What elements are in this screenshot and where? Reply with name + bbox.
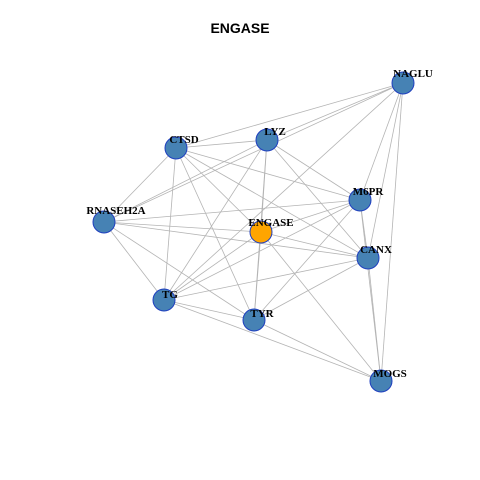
label-layer: NAGLU LYZ CTSD M6PR RNASEH2A ENGASE CANX TG TYR M… — [86, 68, 433, 380]
edge-naglu-m6pr — [359, 82, 404, 201]
edge-tg-mogs — [163, 299, 382, 382]
edge-rnaseh2a-canx — [103, 221, 369, 259]
edge-m6pr-tg — [163, 199, 361, 301]
edge-naglu-lyz — [266, 82, 404, 141]
edge-engase-mogs — [260, 231, 382, 382]
edge-ctsd-tyr — [175, 147, 255, 321]
node-label-lyz: LYZ — [264, 126, 286, 138]
edge-ctsd-rnaseh2a — [103, 147, 177, 223]
node-engase — [249, 220, 273, 244]
edge-lyz-rnaseh2a — [103, 139, 268, 223]
node-tg — [152, 288, 176, 312]
edge-rnaseh2a-m6pr — [103, 199, 361, 223]
edge-canx-tg — [163, 257, 369, 301]
edge-tg-tyr — [163, 299, 255, 321]
edge-ctsd-m6pr — [175, 147, 361, 201]
edge-canx-tyr — [253, 257, 369, 321]
graph-title: ENGASE — [210, 20, 270, 36]
edge-naglu-tg — [163, 82, 404, 301]
node-label-engase: ENGASE — [248, 217, 293, 229]
node-label-ctsd: CTSD — [169, 134, 198, 146]
edge-layer — [103, 82, 404, 382]
edge-lyz-m6pr — [266, 139, 361, 201]
node-tyr — [242, 308, 266, 332]
edge-tyr-mogs — [253, 319, 382, 382]
edge-ctsd-canx — [175, 147, 369, 259]
edge-naglu-mogs — [380, 82, 404, 382]
edge-lyz-tg — [163, 139, 268, 301]
edge-engase-m6pr — [260, 199, 361, 233]
node-m6pr — [348, 188, 372, 212]
node-canx — [356, 246, 380, 270]
node-layer — [92, 71, 415, 393]
edge-rnaseh2a-tg — [103, 221, 165, 301]
node-naglu — [391, 71, 415, 95]
node-mogs — [369, 369, 393, 393]
edge-engase-tg — [163, 231, 262, 301]
edge-ctsd-engase — [175, 147, 262, 233]
edge-naglu-rnaseh2a — [103, 82, 404, 223]
node-label-rnaseh2a: RNASEH2A — [86, 205, 145, 217]
edge-ctsd-tg — [163, 147, 177, 301]
node-ctsd — [164, 136, 188, 160]
edge-naglu-canx — [367, 82, 404, 259]
edge-lyz-ctsd — [175, 139, 268, 149]
edge-rnaseh2a-tyr — [103, 221, 255, 321]
edge-naglu-ctsd — [175, 82, 404, 149]
node-label-tyr: TYR — [250, 308, 274, 320]
edge-m6pr-tyr — [253, 199, 361, 321]
edge-lyz-canx — [266, 139, 369, 259]
edge-engase-tyr — [253, 231, 262, 321]
node-rnaseh2a — [92, 210, 116, 234]
node-label-m6pr: M6PR — [353, 186, 385, 198]
node-label-mogs: MOGS — [373, 368, 407, 380]
edge-canx-mogs — [367, 257, 382, 382]
node-lyz — [255, 128, 279, 152]
node-label-canx: CANX — [360, 244, 392, 256]
edge-engase-canx — [260, 231, 369, 259]
node-label-naglu: NAGLU — [393, 68, 433, 80]
node-label-tg: TG — [162, 289, 178, 301]
edge-rnaseh2a-engase — [103, 221, 262, 233]
